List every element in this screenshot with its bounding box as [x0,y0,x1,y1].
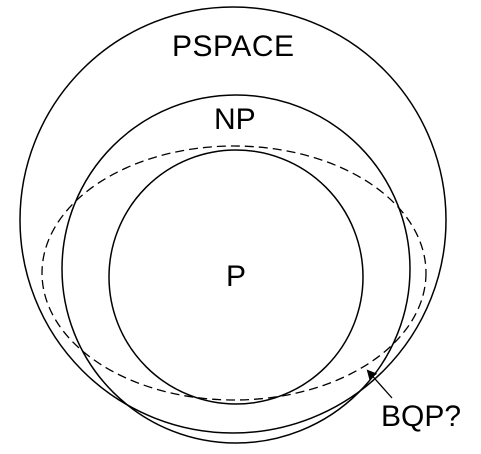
np-circle [61,94,411,444]
pspace-label: PSPACE [172,30,295,63]
np-label: NP [214,103,256,136]
p-label: P [226,260,247,293]
p-circle [108,149,364,405]
bqp-ellipse [41,145,427,401]
bqp-label: BQP? [381,400,462,433]
pspace-circle [19,6,447,434]
bqp-pointer-line [366,369,393,399]
